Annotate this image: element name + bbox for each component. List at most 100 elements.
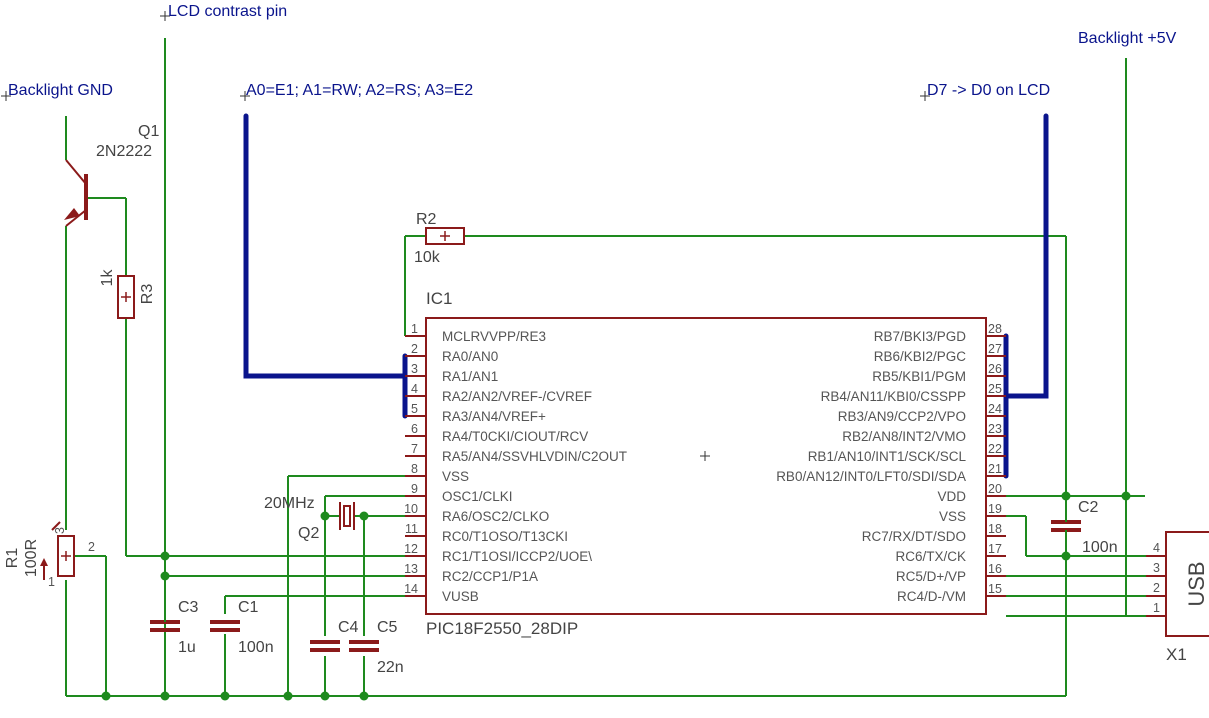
ic1-pin-name: VDD (937, 489, 966, 504)
c5-capacitor: C5 22n (349, 619, 404, 676)
buses (243, 113, 1049, 479)
ic1-pin-name: RA5/AN4/SSVHLVDIN/C2OUT (442, 449, 627, 464)
usb-pin-number: 3 (1153, 561, 1160, 575)
ic1-pin-name: RB5/KBI1/PGM (872, 369, 966, 384)
ic1-pin-number: 18 (988, 522, 1002, 536)
junction-dot (101, 691, 111, 701)
c1-name: C1 (238, 599, 259, 616)
ic1-pin-number: 11 (405, 522, 418, 536)
ic1-pin-number: 3 (411, 362, 418, 376)
usb-pin-number: 2 (1153, 581, 1160, 595)
ic1-name: IC1 (426, 289, 452, 308)
junction-dot (1121, 491, 1131, 501)
c5-name: C5 (377, 619, 398, 636)
c4-capacitor: C4 (310, 619, 359, 652)
ic1-pin-number: 4 (411, 382, 418, 396)
ic1-pin-name: RA4/T0CKI/CIOUT/RCV (442, 429, 588, 444)
junction-dot (1061, 551, 1071, 561)
ic1-pin-number: 9 (411, 482, 418, 496)
ic1-pin-name: RC4/D-/VM (897, 589, 966, 604)
junction-dot (1061, 491, 1071, 501)
ic1-pin-name: OSC1/CLKI (442, 489, 513, 504)
ic1-pin-name: RB3/AN9/CCP2/VPO (838, 409, 966, 424)
ic1-pin-name: RB7/BKI3/PGD (874, 329, 967, 344)
r2-value: 10k (414, 249, 441, 266)
ic1-pin-name: RB1/AN10/INT1/SCK/SCL (808, 449, 967, 464)
c1-capacitor: C1 100n (210, 599, 274, 656)
ic1-pin-number: 16 (988, 562, 1002, 576)
ic1-pin-name: RA2/AN2/VREF-/CVREF (442, 389, 592, 404)
usb-pin-number: 4 (1153, 541, 1160, 555)
r1-value: 100R (23, 539, 40, 577)
junction-dot (220, 691, 230, 701)
ic1-pin-name: RC2/CCP1/P1A (442, 569, 538, 584)
ic1-pin-name: RA0/AN0 (442, 349, 498, 364)
ic1-pin-number: 24 (988, 402, 1002, 416)
junction-dot (160, 571, 170, 581)
ic1-pin-name: VUSB (442, 589, 479, 604)
ic1-pin-name: RA3/AN4/VREF+ (442, 409, 546, 424)
ic1-pin-name: RA1/AN1 (442, 369, 498, 384)
net-label-bus-a: A0=E1; A1=RW; A2=RS; A3=E2 (246, 82, 473, 99)
c2-capacitor: C2 100n (1051, 499, 1118, 556)
ic1-pin-number: 25 (988, 382, 1002, 396)
ic1-pin-number: 6 (411, 422, 418, 436)
ic1-pin-number: 19 (988, 502, 1002, 516)
junction-dot (283, 691, 293, 701)
ic1-right-pins: 28RB7/BKI3/PGD27RB6/KBI2/PGC26RB5/KBI1/P… (776, 322, 1006, 604)
ic1-pin-number: 27 (988, 342, 1002, 356)
r3-value: 1k (99, 269, 116, 287)
x1-name: X1 (1166, 645, 1187, 664)
r1-name: R1 (4, 548, 21, 569)
ic1-pin-name: RC6/TX/CK (895, 549, 966, 564)
junctions (101, 491, 1131, 701)
net-label-lcd-contrast: LCD contrast pin (168, 3, 287, 20)
ic1-pin-number: 2 (411, 342, 418, 356)
ic1-pin-name: RB0/AN12/INT0/LFT0/SDI/SDA (776, 469, 966, 484)
net-label-backlight-5v: Backlight +5V (1078, 30, 1177, 47)
c2-name: C2 (1078, 499, 1099, 516)
r1-pin-2: 2 (88, 540, 95, 554)
ic1-pin-name: RC1/T1OSI/ICCP2/UOE\ (442, 549, 592, 564)
net-labels: LCD contrast pin Backlight GND A0=E1; A1… (1, 3, 1177, 101)
r3-name: R3 (139, 284, 156, 305)
junction-dot (320, 691, 330, 701)
ic1-pin-number: 23 (988, 422, 1002, 436)
ic1-pin-name: VSS (939, 509, 966, 524)
r2-name: R2 (416, 211, 437, 228)
c4-name: C4 (338, 619, 359, 636)
ic1-pin-number: 26 (988, 362, 1002, 376)
ic1-pin-number: 5 (411, 402, 418, 416)
bus-a (243, 113, 408, 379)
junction-dot (359, 511, 369, 521)
ic1-pin-name: MCLRVVPP/RE3 (442, 329, 546, 344)
q1-value: 2N2222 (96, 143, 152, 160)
ic1-pin-number: 13 (404, 562, 418, 576)
junction-dot (359, 691, 369, 701)
q2-name: Q2 (298, 525, 319, 542)
ic1-pin-number: 1 (411, 322, 418, 336)
r3-resistor: R3 1k (99, 269, 156, 319)
ic1-pin-name: RC0/T1OSO/T13CKI (442, 529, 568, 544)
c3-capacitor: C3 1u (150, 599, 199, 656)
ic1-pin-number: 12 (404, 542, 418, 556)
ic1-pin-number: 8 (411, 462, 418, 476)
bus-d (1003, 113, 1049, 399)
q1-transistor: Q1 2N2222 (64, 123, 159, 227)
q2-value: 20MHz (264, 495, 315, 512)
ic1-pin-number: 17 (988, 542, 1002, 556)
c45-value: 22n (377, 659, 404, 676)
ic1-pin-name: RC5/D+/VP (896, 569, 966, 584)
r1-pin-1: 1 (48, 575, 55, 589)
ic1-pin-name: RB4/AN11/KBI0/CSSPP (821, 389, 966, 404)
q1-name: Q1 (138, 123, 159, 140)
c3-value: 1u (178, 639, 196, 656)
q2-crystal: 20MHz Q2 (264, 495, 355, 542)
junction-dot (160, 691, 170, 701)
net-label-backlight-gnd: Backlight GND (8, 82, 113, 99)
ic1-pin-number: 14 (404, 582, 418, 596)
